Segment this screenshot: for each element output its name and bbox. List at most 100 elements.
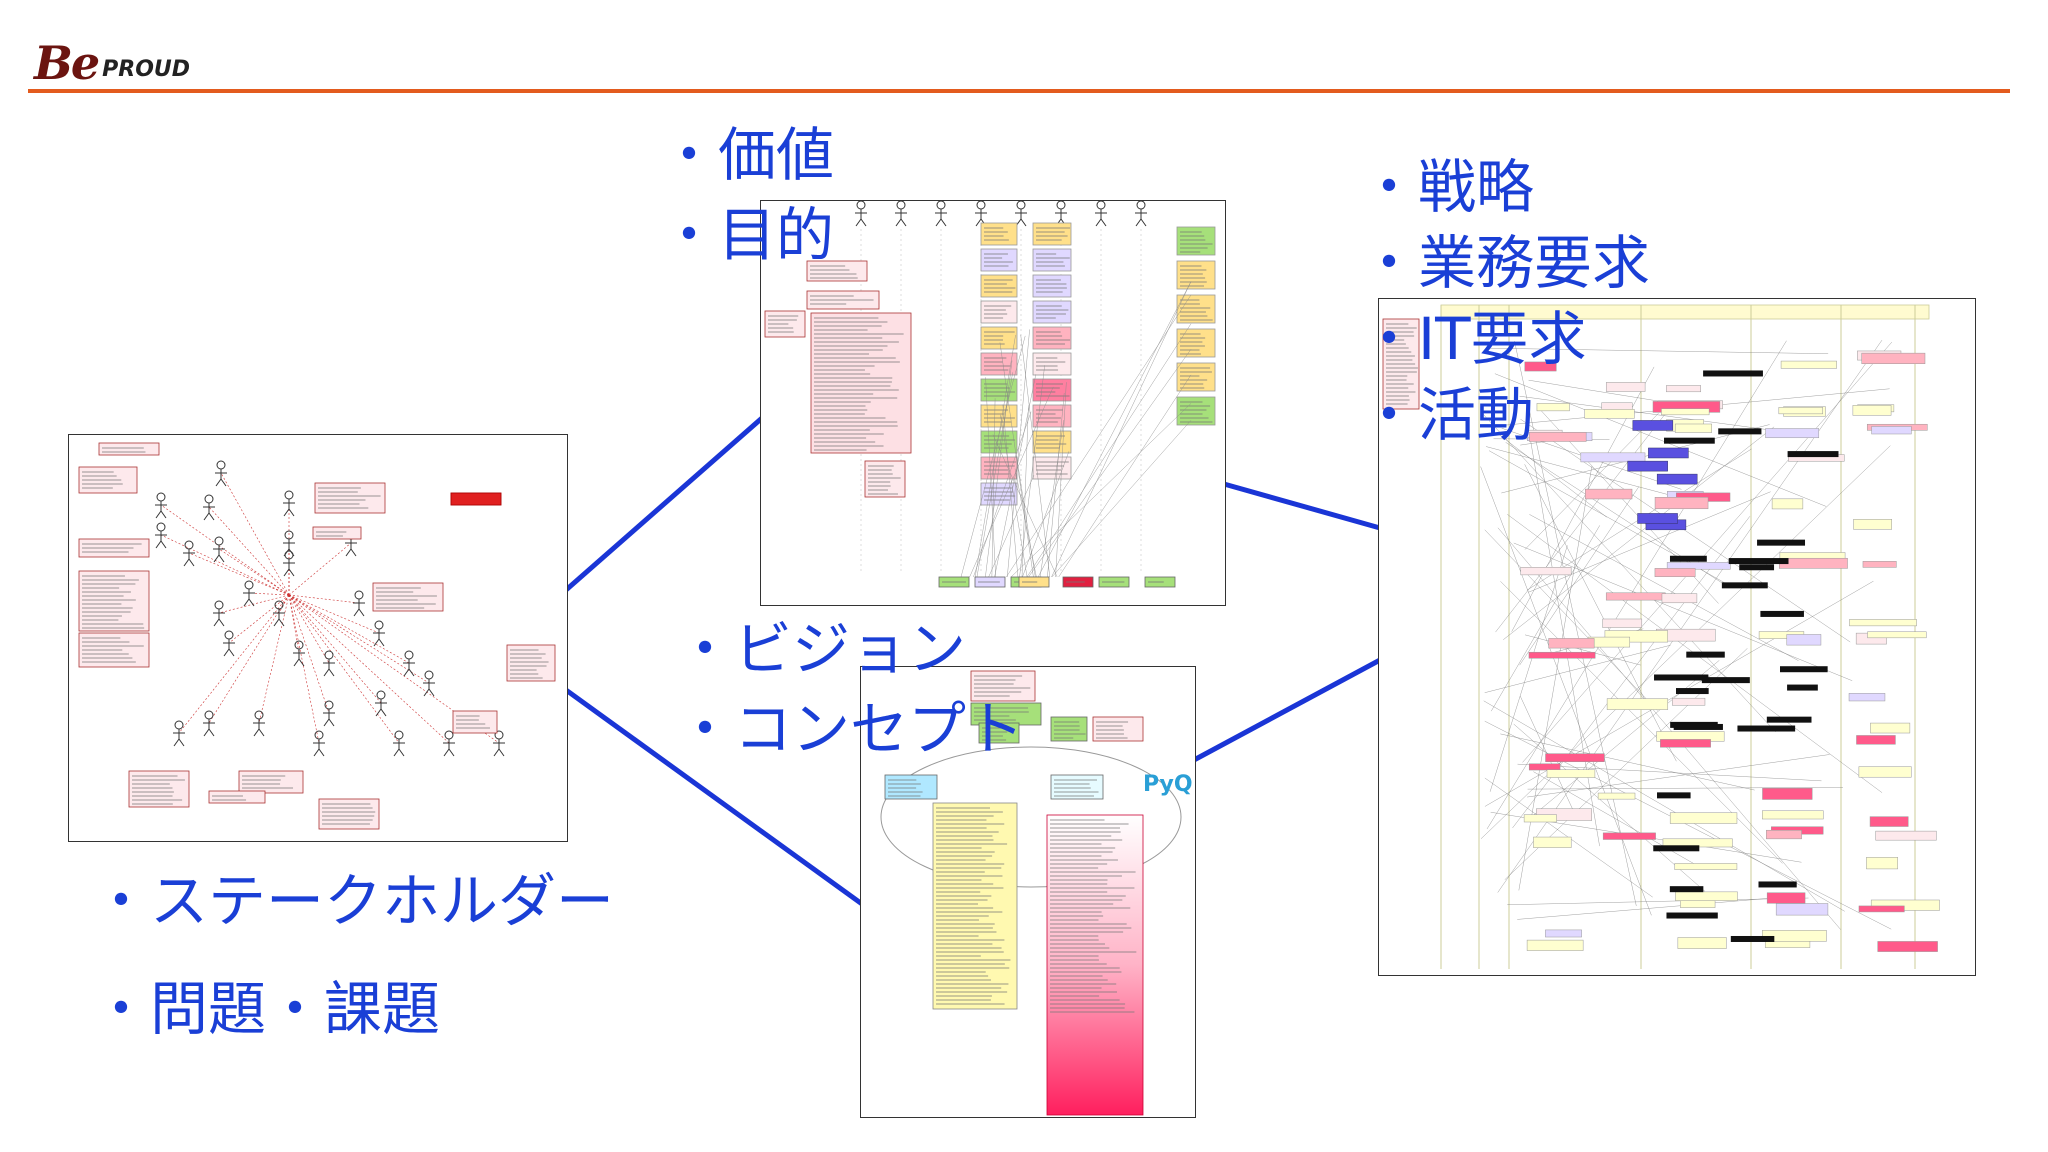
actor-head: [374, 620, 384, 630]
actor-leg: [860, 218, 867, 227]
actor-head: [856, 201, 866, 210]
requirement-box: [1580, 452, 1646, 463]
requirement-box: [1867, 631, 1927, 639]
pyq-logo: PyQ: [1143, 772, 1193, 797]
actor-leg: [293, 658, 300, 667]
requirement-box: [1605, 592, 1666, 601]
requirement-box: [1766, 892, 1806, 904]
link-line: [1028, 349, 1192, 578]
actor-head: [1056, 201, 1066, 210]
actor-head: [376, 690, 386, 700]
label-activities: ・活動: [1360, 381, 1535, 449]
relation-line: [218, 548, 290, 596]
actor-leg: [160, 510, 167, 519]
note-box: [1176, 260, 1216, 290]
link-line: [1015, 453, 1036, 578]
dark-bar: [1739, 564, 1775, 571]
link-line: [1524, 634, 1641, 666]
actor-leg: [423, 688, 430, 697]
link-line: [1026, 323, 1192, 578]
dark-bar: [1657, 792, 1691, 799]
actor-head: [1096, 201, 1106, 210]
requirement-box: [1545, 753, 1605, 763]
requirement-box: [1856, 735, 1896, 745]
note-box: [1032, 430, 1072, 454]
requirement-box: [1775, 903, 1829, 916]
actor-leg: [1095, 218, 1102, 227]
actor-leg: [855, 218, 862, 227]
actor-leg: [155, 540, 162, 549]
dark-bar: [1787, 684, 1818, 691]
note-box: [932, 802, 1018, 1010]
dark-bar: [1673, 723, 1723, 730]
actor-leg: [323, 718, 330, 727]
note-box: [1176, 226, 1216, 256]
link-line: [1496, 432, 1607, 518]
link-line: [992, 434, 1058, 578]
note-box: [980, 430, 1018, 454]
note-box: [238, 770, 304, 794]
actor-head: [244, 580, 254, 590]
stakeholder-diagram: [78, 442, 556, 830]
actor-leg: [493, 748, 500, 757]
dark-bar: [1703, 370, 1763, 377]
requirement-box: [1677, 937, 1727, 949]
relation-line: [220, 472, 290, 596]
relation-line: [288, 542, 352, 596]
requirement-box: [1786, 634, 1822, 646]
blue-box: [1632, 420, 1674, 431]
dark-bar: [1675, 688, 1709, 695]
actor-leg: [403, 668, 410, 677]
label-bullet: ・: [660, 201, 719, 269]
actor-leg: [398, 748, 405, 757]
note-box: [980, 326, 1018, 350]
actor-head: [224, 630, 234, 640]
requirement-box: [1870, 722, 1911, 734]
requirement-box: [1669, 812, 1738, 824]
dark-bar: [1780, 666, 1828, 673]
vision-diagram: PyQ: [880, 670, 1193, 1116]
actor-leg: [328, 718, 335, 727]
dark-bar: [1728, 558, 1789, 565]
relation-line: [288, 594, 382, 704]
dark-bar: [1760, 610, 1804, 617]
actor-leg: [1135, 218, 1142, 227]
requirement-box: [1585, 488, 1633, 500]
requirement-box: [1852, 405, 1892, 416]
link-line: [1055, 382, 1067, 578]
actor-leg: [1020, 218, 1027, 227]
link-line: [1022, 451, 1070, 578]
label-concept: ・コンセプト: [676, 695, 1025, 763]
actor-leg: [298, 658, 305, 667]
note-box: [1176, 328, 1216, 358]
note-box: [1032, 456, 1072, 480]
actor-head: [936, 201, 946, 210]
note-box: [1050, 716, 1088, 742]
actor-leg: [283, 568, 290, 577]
link-line: [1486, 347, 1829, 354]
link-line: [1526, 419, 1600, 847]
link-line: [1486, 446, 1695, 502]
actor-leg: [448, 748, 455, 757]
actor-head: [896, 201, 906, 210]
requirement-box: [1674, 863, 1738, 870]
actor-head: [216, 460, 226, 470]
actor-leg: [215, 478, 222, 487]
actor-head: [354, 590, 364, 600]
actor-leg: [408, 668, 415, 677]
logo-be-text: Be: [34, 36, 100, 90]
link-line: [1495, 401, 1675, 633]
be-proud-logo: Be PROUD: [34, 26, 190, 86]
label-it-requirements: ・IT要求: [1360, 305, 1587, 373]
note-box: [78, 570, 150, 632]
link-line: [1484, 529, 1658, 711]
link-line: [1500, 733, 1755, 791]
requirement-box: [1533, 836, 1572, 848]
link-line: [1507, 897, 1809, 905]
requirement-box: [1545, 929, 1582, 938]
requirement-box: [1602, 618, 1643, 628]
relation-line: [188, 552, 290, 596]
note-box: [1050, 774, 1104, 800]
dark-bar: [1737, 725, 1796, 732]
link-line: [1520, 419, 1851, 643]
